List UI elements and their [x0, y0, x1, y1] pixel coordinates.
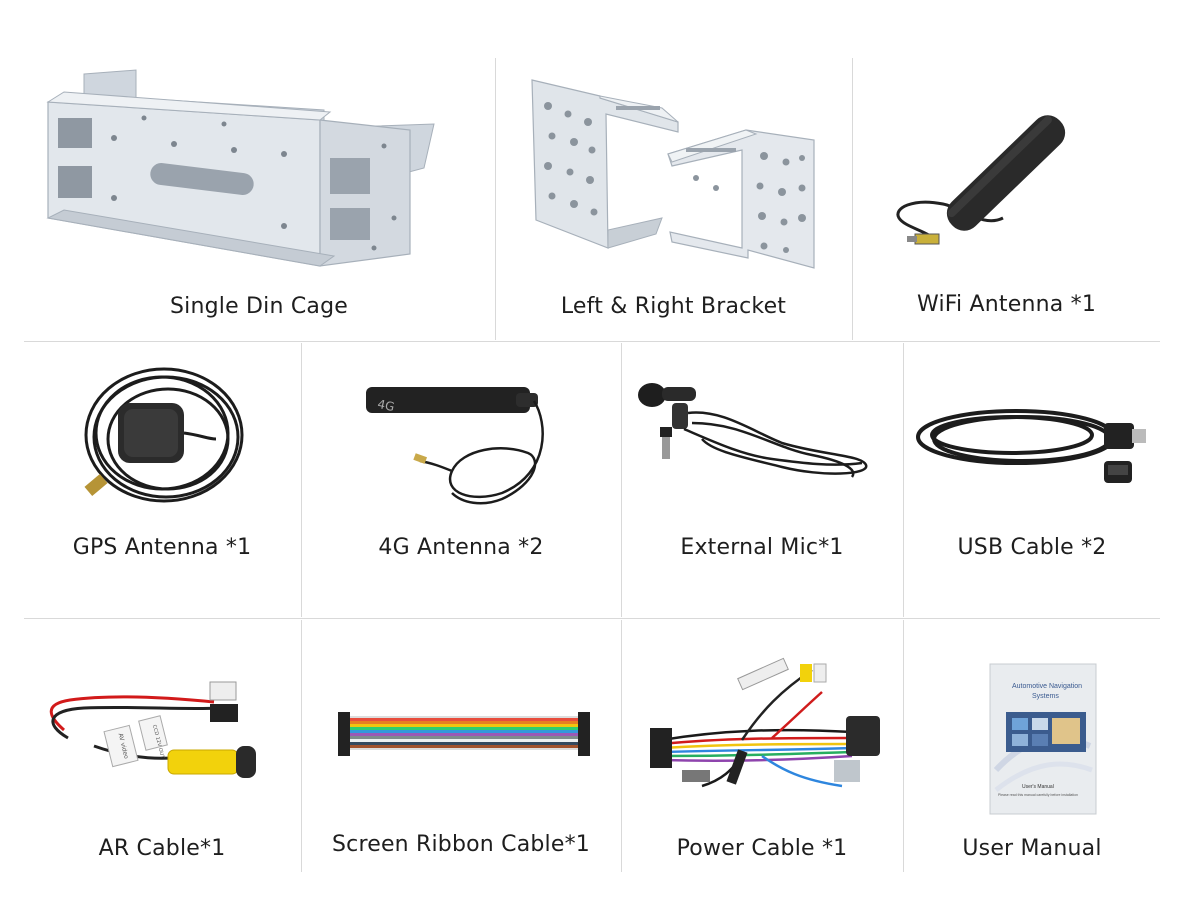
divider-v-r3-3: [903, 620, 904, 872]
divider-v-r2-1: [301, 343, 302, 617]
divider-v-r3-1: [301, 620, 302, 872]
left-right-bracket-photo: [496, 58, 851, 288]
divider-h-2: [24, 618, 1160, 619]
manual-footer-2: Please read this manual carefully before…: [998, 793, 1078, 797]
external-mic-photo: [622, 343, 902, 523]
item-left-right-bracket: Left & Right Bracket: [496, 58, 851, 340]
4g-antenna-photo: 4G: [302, 343, 620, 523]
item-usb-cable: USB Cable *2: [904, 343, 1160, 617]
power-cable-label: Power Cable *1: [676, 836, 848, 861]
4g-antenna-label: 4G Antenna *2: [378, 535, 544, 560]
divider-v-r1-2: [852, 58, 853, 340]
item-screen-ribbon-cable: Screen Ribbon Cable*1: [302, 620, 620, 872]
gps-antenna-photo: [24, 343, 300, 523]
divider-v-r1-1: [495, 58, 496, 340]
manual-title-2: Systems: [1032, 693, 1059, 700]
item-single-din-cage: Single Din Cage: [24, 58, 494, 340]
wifi-antenna-photo: [853, 58, 1160, 288]
divider-h-1: [24, 341, 1160, 342]
divider-v-r3-2: [621, 620, 622, 872]
screen-ribbon-cable-label: Screen Ribbon Cable*1: [331, 832, 590, 857]
left-right-bracket-label: Left & Right Bracket: [560, 294, 787, 319]
external-mic-label: External Mic*1: [680, 535, 844, 560]
manual-footer-1: User's Manual: [1022, 784, 1054, 790]
item-wifi-antenna: WiFi Antenna *1: [853, 58, 1160, 340]
user-manual-label: User Manual: [962, 836, 1102, 861]
usb-cable-photo: [904, 343, 1160, 523]
single-din-cage-photo: [24, 58, 494, 288]
single-din-cage-label: Single Din Cage: [170, 294, 348, 319]
ar-cable-label: AR Cable*1: [98, 836, 226, 861]
manual-title-1: Automotive Navigation: [1012, 683, 1082, 690]
item-gps-antenna: GPS Antenna *1: [24, 343, 300, 617]
power-cable-photo: [622, 620, 902, 800]
usb-cable-label: USB Cable *2: [957, 535, 1107, 560]
user-manual-photo: Automotive Navigation Systems User's Man…: [904, 620, 1160, 820]
screen-ribbon-cable-photo: [302, 620, 620, 790]
item-power-cable: Power Cable *1: [622, 620, 902, 872]
4g-mark-text: 4G: [376, 397, 395, 414]
item-4g-antenna: 4G 4G Antenna *2: [302, 343, 620, 617]
gps-antenna-label: GPS Antenna *1: [72, 535, 252, 560]
item-external-mic: External Mic*1: [622, 343, 902, 617]
ar-cable-photo: AV video CCD 12V OUT: [24, 620, 300, 790]
divider-v-r2-3: [903, 343, 904, 617]
item-ar-cable: AV video CCD 12V OUT AR Cable*1: [24, 620, 300, 872]
item-user-manual: Automotive Navigation Systems User's Man…: [904, 620, 1160, 872]
divider-v-r2-2: [621, 343, 622, 617]
wifi-antenna-label: WiFi Antenna *1: [916, 292, 1097, 317]
